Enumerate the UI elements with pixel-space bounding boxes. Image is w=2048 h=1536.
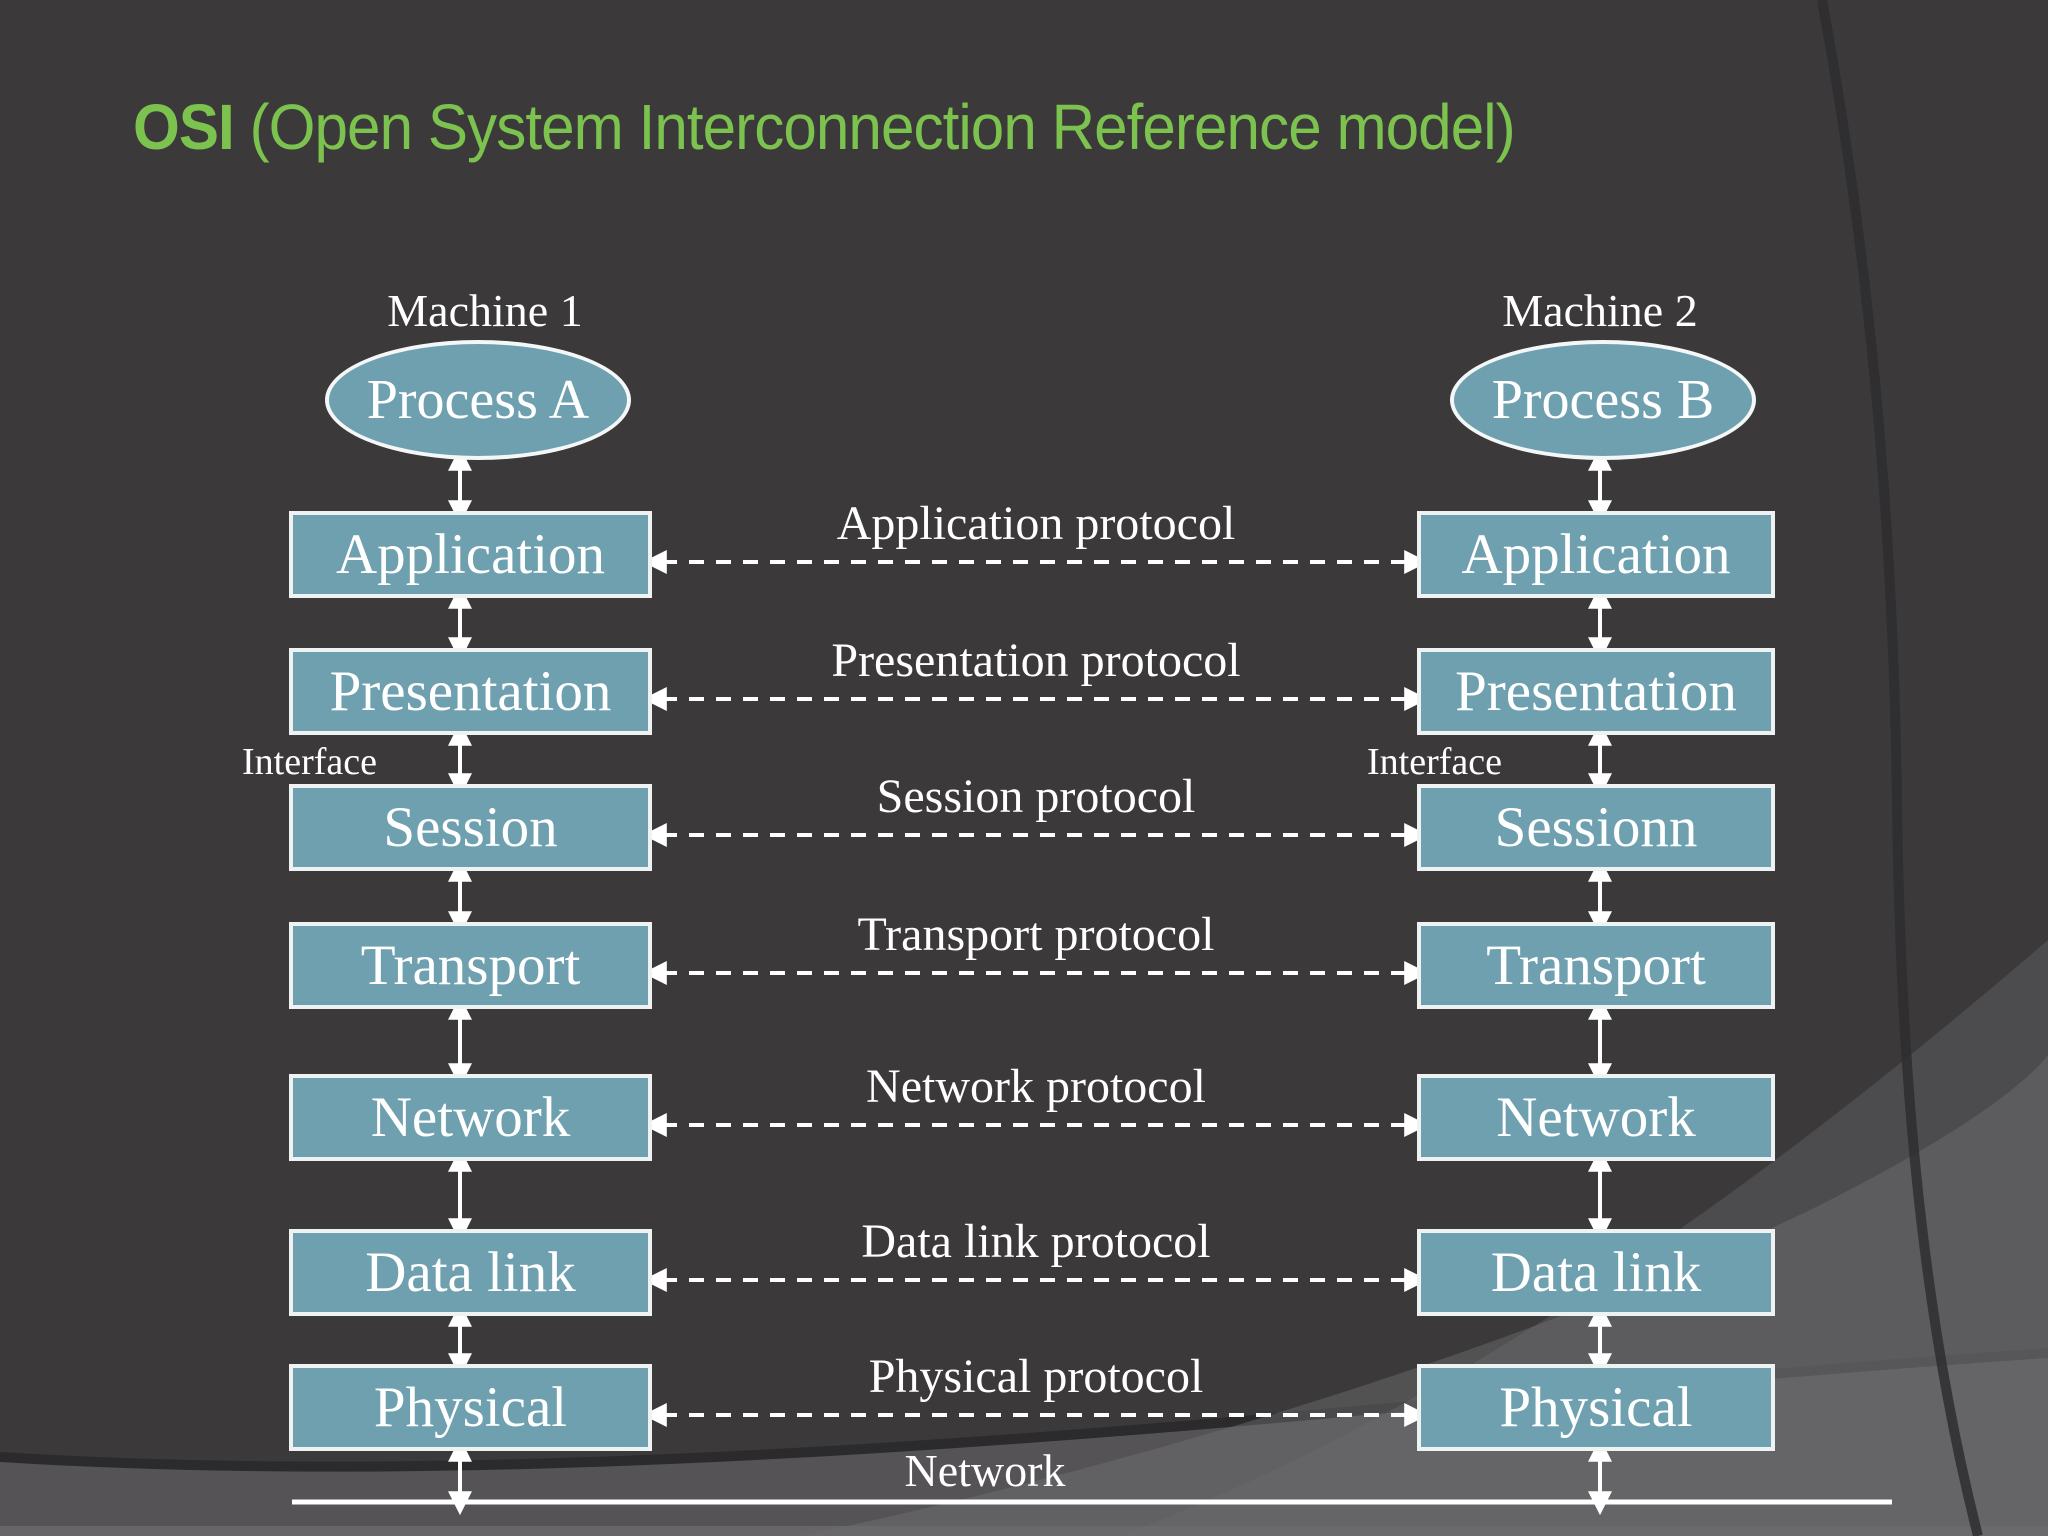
- layer-box-m1-network: Network: [289, 1074, 652, 1161]
- slide-title: OSI (Open System Interconnection Referen…: [133, 91, 1516, 163]
- layer-box-m2-transport: Transport: [1417, 922, 1775, 1009]
- layer-box-m1-application: Application: [289, 511, 652, 598]
- machine1-label: Machine 1: [387, 285, 583, 336]
- top-right-arc: [1817, 0, 1983, 1536]
- layer-box-m1-physical: Physical: [289, 1364, 652, 1451]
- application-protocol-label: Application protocol: [836, 497, 1236, 550]
- process-a-ellipse: Process A: [325, 340, 631, 460]
- protocol-arrows: [642, 550, 1429, 1427]
- layer-box-m2-application: Application: [1417, 511, 1775, 598]
- layer-box-m2-network: Network: [1417, 1074, 1775, 1161]
- session-protocol-label: Session protocol: [876, 770, 1196, 823]
- layer-box-m2-datalink: Data link: [1417, 1229, 1775, 1316]
- interface-label-machine2: Interface: [1367, 741, 1502, 783]
- physical-protocol-label: Physical protocol: [868, 1350, 1204, 1403]
- title-subtitle: (Open System Interconnection Reference m…: [233, 91, 1516, 163]
- machine2-label: Machine 2: [1502, 285, 1698, 336]
- network-protocol-label: Network protocol: [866, 1060, 1206, 1113]
- layer-box-m2-session: Sessionn: [1417, 784, 1775, 871]
- bottom-strip: [0, 1526, 2048, 1536]
- layer-box-m1-datalink: Data link: [289, 1229, 652, 1316]
- transport-protocol-label: Transport protocol: [857, 908, 1215, 961]
- presentation-protocol-label: Presentation protocol: [831, 634, 1241, 687]
- network-label: Network: [904, 1445, 1066, 1496]
- layer-box-m2-presentation: Presentation: [1417, 648, 1775, 735]
- layer-box-m2-physical: Physical: [1417, 1364, 1775, 1451]
- layer-box-m1-transport: Transport: [289, 922, 652, 1009]
- process-b-ellipse: Process B: [1450, 340, 1756, 460]
- datalink-protocol-label: Data link protocol: [861, 1215, 1211, 1268]
- layer-box-m1-presentation: Presentation: [289, 648, 652, 735]
- process-b-label: Process B: [1491, 369, 1715, 431]
- interface-label-machine1: Interface: [242, 741, 377, 783]
- title-abbreviation: OSI: [133, 91, 235, 163]
- process-a-label: Process A: [366, 369, 590, 431]
- layer-box-m1-session: Session: [289, 784, 652, 871]
